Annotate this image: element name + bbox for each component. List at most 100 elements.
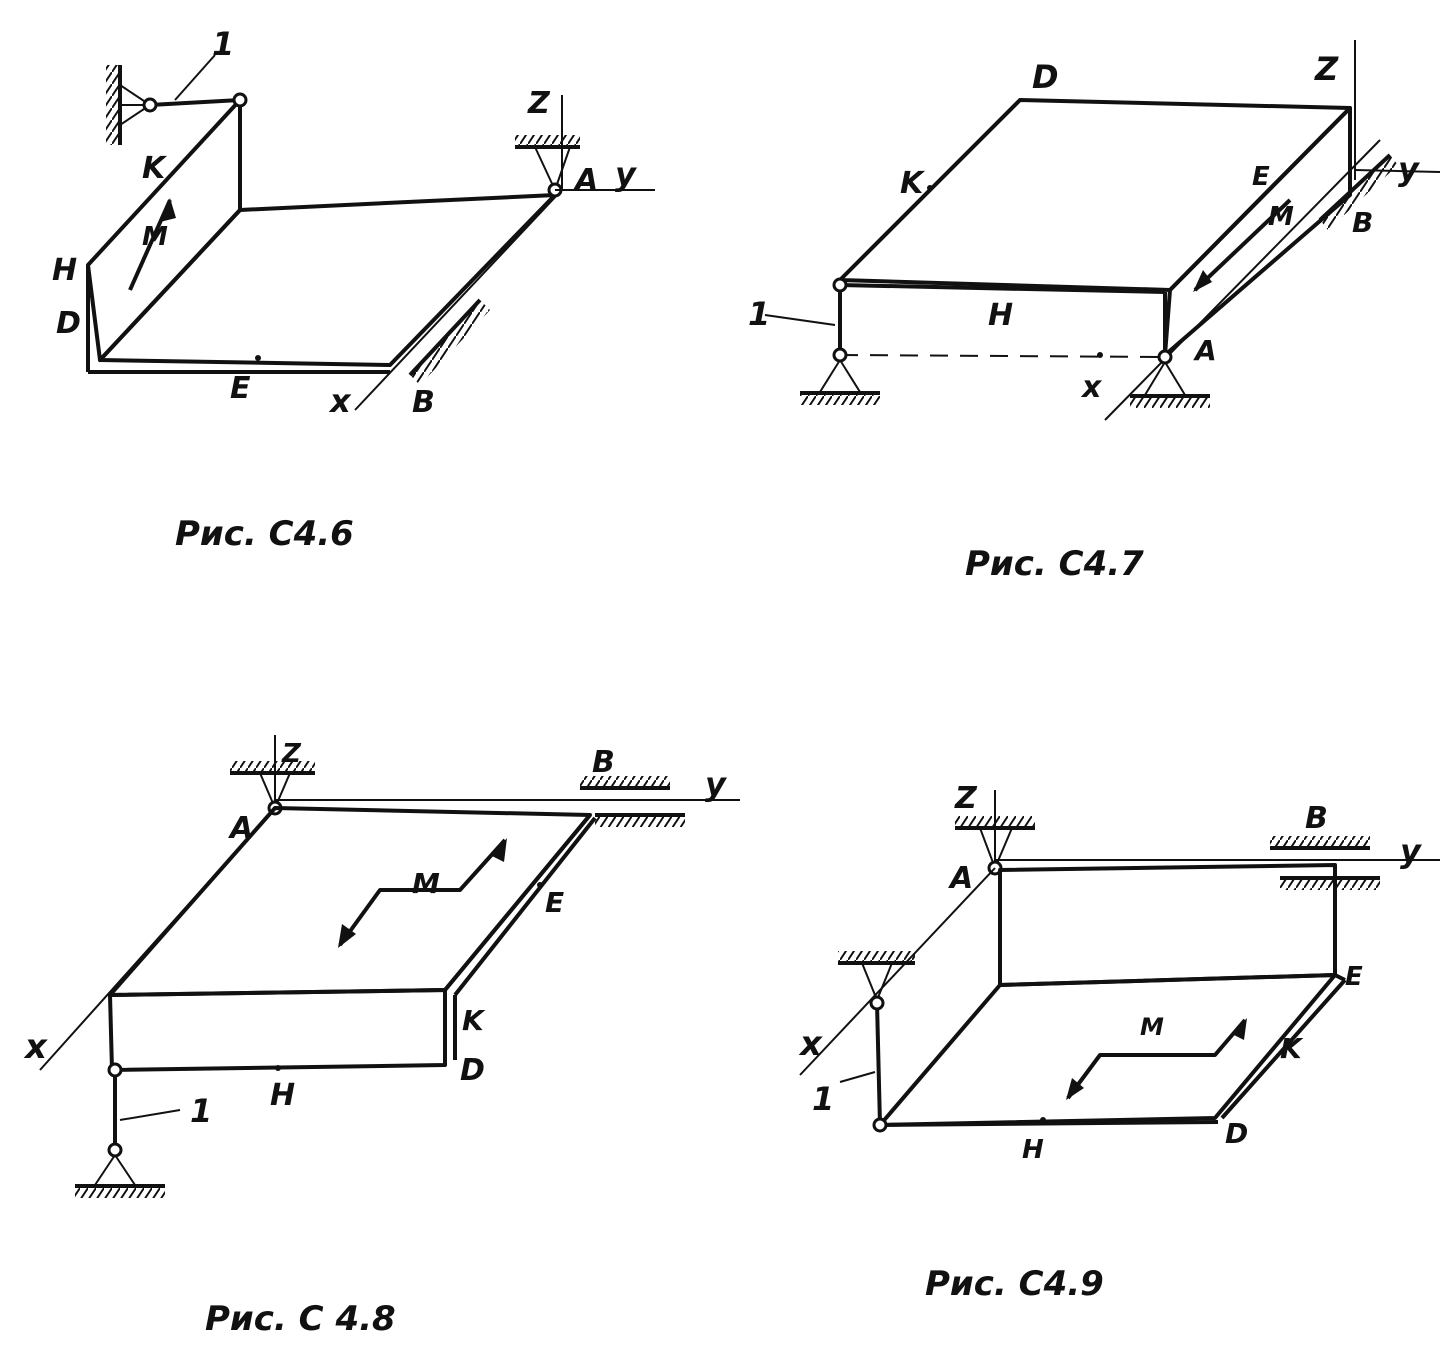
support-a-hatch: [230, 761, 315, 773]
support-1-leg-right: [876, 962, 893, 1001]
support-a-leg-left: [1144, 361, 1166, 396]
plate-edge-outer: [453, 816, 597, 997]
label-1: 1: [190, 1092, 212, 1130]
bearing-b-bottom-hatch: [1280, 878, 1380, 890]
label-z: Z: [527, 86, 551, 121]
moment-m-head-2: [1232, 1018, 1247, 1040]
dashed-base-line: [839, 354, 1166, 358]
caption-c4-9: Рис. С4.9: [925, 1264, 1104, 1304]
horizontal-plate: [98, 193, 557, 367]
rod-1-leader: [839, 1071, 876, 1083]
caption-c4-6: Рис. С4.6: [175, 514, 354, 554]
label-b: B: [1305, 801, 1328, 836]
support-a-pin: [1157, 349, 1173, 365]
label-k: K: [462, 1004, 486, 1037]
label-a: A: [1193, 334, 1217, 367]
label-d: D: [56, 306, 81, 341]
wall-hatch: [106, 65, 120, 145]
support-1-hatch: [75, 1186, 165, 1198]
label-e: E: [1345, 962, 1363, 992]
figure-c4-6: 1 K H D M E Z A y x B Рис. С4.6: [52, 25, 655, 554]
label-b: B: [1352, 206, 1373, 239]
figure-c4-7: D Z K E y M B 1 H A x Рис. С4.7: [748, 40, 1441, 584]
label-y: y: [1400, 832, 1422, 870]
point-e-dot: [537, 882, 543, 888]
x-axis: [39, 807, 276, 1071]
moment-m-head-2: [492, 838, 507, 862]
moment-m-head-1: [1066, 1078, 1084, 1100]
rod-1: [875, 1002, 882, 1126]
moment-m-head-1: [338, 924, 356, 948]
support-1-leg-left: [861, 962, 878, 1001]
point-h-dot: [1040, 1117, 1046, 1123]
label-b: B: [592, 745, 615, 780]
x-axis: [1104, 139, 1381, 421]
label-d: D: [1032, 58, 1059, 96]
label-m: M: [1140, 1013, 1164, 1041]
horizontal-plate: [878, 973, 1337, 1127]
moment-m-head: [160, 198, 176, 222]
support-1-hatch: [800, 393, 880, 405]
support-1-hatch: [838, 951, 915, 963]
support-1-leg-left: [94, 1154, 116, 1186]
label-y: y: [615, 155, 637, 193]
rod-1-pin: [142, 97, 158, 113]
support-a-hatch: [955, 816, 1035, 828]
support-a-leg-left: [534, 146, 556, 191]
vertical-plate: [108, 988, 447, 1072]
label-1: 1: [748, 295, 770, 333]
label-h: H: [52, 253, 77, 288]
label-z: Z: [954, 781, 978, 816]
label-h: H: [988, 298, 1013, 333]
rod-1-leader: [119, 1109, 181, 1121]
point-e-dot: [255, 355, 261, 361]
support-a-hatch: [1130, 396, 1210, 408]
point-k-dot: [927, 185, 933, 191]
bearing-b-top-hatch: [1270, 836, 1370, 848]
bearing-b-hatch: [1320, 155, 1398, 230]
x-axis: [799, 867, 996, 1076]
label-a: A: [573, 163, 598, 198]
label-a: A: [228, 811, 253, 846]
plate-front-edge: [879, 1120, 1219, 1127]
label-m: M: [1268, 202, 1294, 232]
support-1-leg-left: [819, 359, 841, 393]
label-x: x: [1080, 370, 1103, 405]
label-y: y: [1398, 150, 1420, 188]
rod-1-top-pin: [107, 1062, 123, 1078]
bearing-b-top-hatch: [580, 776, 670, 788]
moment-m-arrow: [338, 838, 507, 947]
label-y: y: [705, 765, 727, 803]
label-d: D: [460, 1053, 485, 1088]
label-k: K: [142, 151, 168, 186]
point-x-dot: [1097, 352, 1103, 358]
label-1: 1: [812, 1080, 834, 1118]
label-d: D: [1225, 1117, 1248, 1150]
label-m: M: [412, 867, 440, 900]
x-axis: [354, 191, 561, 411]
caption-c4-7: Рис. С4.7: [965, 544, 1144, 584]
support-1-leg-right: [839, 359, 861, 393]
label-e: E: [230, 371, 251, 406]
label-h: H: [1022, 1135, 1044, 1165]
label-m: M: [142, 222, 168, 252]
label-1: 1: [212, 25, 234, 63]
label-x: x: [328, 382, 352, 420]
bearing-b-bottom-hatch: [595, 815, 685, 827]
rod-1: [149, 98, 241, 107]
label-k: K: [1280, 1032, 1304, 1065]
rod-1-top-pin: [869, 995, 885, 1011]
support-a-leg-right: [1164, 361, 1186, 396]
label-b: B: [412, 385, 435, 420]
support-a-hatch: [515, 135, 580, 147]
plate-front-edge: [839, 283, 1166, 294]
y-axis: [1354, 169, 1441, 173]
plate-edge-b-k: [443, 813, 592, 992]
label-x: x: [798, 1024, 823, 1064]
bearing-b-hatch: [410, 300, 490, 385]
moment-m-arrow: [1193, 198, 1292, 292]
plate-edge-e-d: [1220, 978, 1347, 1120]
rod-1-bottom-pin: [107, 1142, 123, 1158]
